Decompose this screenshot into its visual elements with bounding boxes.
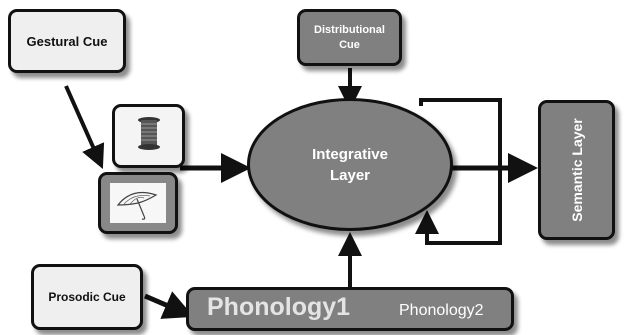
distributional-cue-line1: Distributional	[314, 23, 385, 36]
feedback-loop	[415, 98, 502, 245]
spool-image-box	[112, 104, 185, 168]
spool-icon	[138, 117, 160, 150]
distributional-cue-label: Distributional Cue	[314, 23, 385, 53]
phonology2-label: Phonology2	[399, 302, 484, 319]
prosodic-cue-box: Prosodic Cue	[31, 264, 143, 330]
integrative-layer: Integrative Layer	[247, 98, 453, 231]
prosodic-cue-label: Prosodic Cue	[48, 290, 126, 304]
prosodic-arrow	[144, 291, 194, 319]
umbrella-icon	[116, 192, 158, 220]
semantic-layer-label: Semantic Layer	[568, 118, 585, 222]
gestural-cue-box: Gestural Cue	[8, 9, 126, 73]
umbrella-image-box	[98, 172, 178, 234]
distributional-cue-box: Distributional Cue	[297, 9, 402, 66]
integrative-layer-line1: Integrative	[312, 145, 388, 163]
distributional-cue-line2: Cue	[339, 38, 360, 51]
phonology-box: Phonology1 Phonology2	[186, 287, 514, 331]
integrative-layer-line2: Layer	[329, 166, 370, 184]
gestural-arrow	[64, 85, 105, 169]
phonology1-label: Phonology1	[207, 293, 351, 321]
semantic-layer-box: Semantic Layer	[538, 100, 615, 240]
gestural-cue-label: Gestural Cue	[26, 33, 108, 49]
